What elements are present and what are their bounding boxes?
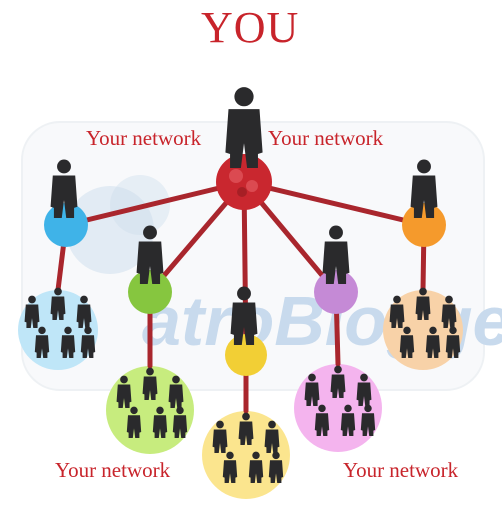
connector-line bbox=[63, 179, 247, 228]
you-label: YOU bbox=[201, 3, 300, 52]
network-label-top-left: Your network bbox=[86, 126, 202, 150]
hub-circle bbox=[216, 154, 272, 210]
node-orange bbox=[402, 203, 446, 247]
node-green bbox=[128, 270, 172, 314]
connector-line bbox=[241, 179, 427, 228]
network-label-top-right: Your network bbox=[268, 126, 384, 150]
network-nodes bbox=[44, 203, 446, 376]
node-purple bbox=[314, 270, 358, 314]
network-label-bottom-right: Your network bbox=[343, 458, 459, 482]
hub bbox=[216, 154, 272, 210]
network-label-bottom-left: Your network bbox=[55, 458, 171, 482]
